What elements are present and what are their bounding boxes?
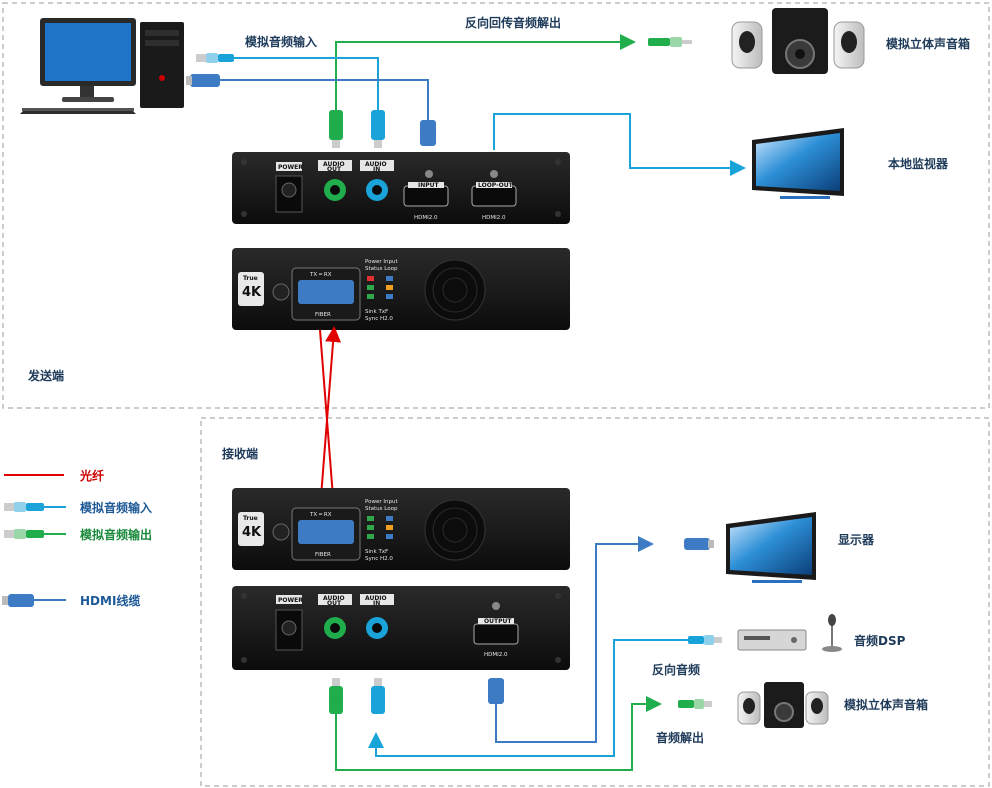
audio-dsp-device <box>737 614 842 652</box>
label-audio-dsp: 音频DSP <box>854 633 906 648</box>
receiver-front-panel: True 4K TX ━ RX FIBER Power Input Status… <box>232 488 570 570</box>
rca-plug-cyan-sender <box>371 110 385 148</box>
sender-true-text: True <box>243 275 258 282</box>
pc-computer <box>20 18 184 114</box>
receiver-status-loop: Status Loop <box>365 506 398 512</box>
sender-txrx-text: TX ━ RX <box>309 272 332 278</box>
sender-hdmi-b: HDMI2.0 <box>482 215 506 221</box>
local-monitor-tv <box>752 128 844 199</box>
cable-green-audio-out <box>335 696 662 771</box>
rca-plug-green-top-right <box>648 37 692 47</box>
sender-audio-in-1: AUDIO <box>365 161 387 168</box>
legend-analog-in-swatch <box>4 502 66 512</box>
label-stereo-speakers-top: 模拟立体声音箱 <box>886 36 970 51</box>
legend-analog-out-swatch <box>4 529 66 539</box>
cable-cyan-top <box>232 57 379 110</box>
sender-audio-out-2: OUT <box>327 166 342 173</box>
receiver-sync-h: Sync H2.0 <box>365 556 393 562</box>
receiver-audio-in-1: AUDIO <box>365 595 387 602</box>
sender-input-text: INPUT <box>418 182 440 189</box>
cable-hdmi-loop-out <box>493 113 746 176</box>
legend-fiber-label: 光纤 <box>79 468 104 483</box>
sender-power-input: Power Input <box>365 259 398 265</box>
sender-audio-in-2: IN <box>373 166 380 173</box>
receiver-txrx-text: TX ━ RX <box>309 512 332 518</box>
label-analog-audio-in-top: 模拟音频输入 <box>245 34 317 49</box>
cable-hdmi-display <box>495 536 654 743</box>
receiver-power-input: Power Input <box>365 499 398 505</box>
hdmi-plug-display <box>684 538 714 550</box>
receiver-zone-label: 接收端 <box>222 446 258 461</box>
receiver-hdmi: HDMI2.0 <box>484 652 508 658</box>
label-reverse-audio-out-top: 反向回传音频解出 <box>465 15 561 30</box>
hdmi-plug-sender-input <box>420 120 436 146</box>
cable-cyan-reverse-audio <box>368 639 690 757</box>
receiver-true-text: True <box>243 515 258 522</box>
sender-hdmi-a: HDMI2.0 <box>414 215 438 221</box>
label-audio-out: 音频解出 <box>656 730 704 745</box>
rca-plug-green-speakers <box>678 699 712 709</box>
hdmi-plug-receiver-output <box>488 678 504 704</box>
sender-sync-h: Sync H2.0 <box>365 316 393 322</box>
sender-4k-text: 4K <box>242 285 262 300</box>
label-reverse-audio: 反向音频 <box>652 662 700 677</box>
sender-status-loop: Status Loop <box>365 266 398 272</box>
sender-front-panel: True 4K TX ━ RX FIBER Power Input Status… <box>232 248 570 330</box>
rca-plug-green-receiver <box>329 678 343 714</box>
sender-rear-panel: POWER AUDIO OUT AUDIO IN INPUT HDMI2.0 L… <box>232 152 570 224</box>
sender-power-text: POWER <box>278 164 303 171</box>
receiver-fiber-text: FIBER <box>315 552 331 558</box>
sender-audio-out-1: AUDIO <box>323 161 345 168</box>
sender-zone-label: 发送端 <box>27 368 64 383</box>
stereo-speakers-top <box>731 8 865 74</box>
rca-plug-cyan-dsp <box>688 635 722 645</box>
label-stereo-speakers-bottom: 模拟立体声音箱 <box>844 697 928 712</box>
receiver-audio-out-1: AUDIO <box>323 595 345 602</box>
sender-loop-out-text: LOOP-OUT <box>478 182 514 189</box>
receiver-audio-in-2: IN <box>373 600 380 607</box>
display-tv <box>726 512 816 583</box>
rca-plug-cyan-receiver <box>371 678 385 714</box>
label-local-monitor: 本地监视器 <box>888 156 949 171</box>
receiver-sink-txf: Sink TxF <box>365 549 388 555</box>
sender-fiber-text: FIBER <box>315 312 331 318</box>
receiver-power-text: POWER <box>278 597 303 604</box>
fiber-line-2 <box>319 326 342 511</box>
receiver-4k-text: 4K <box>242 525 262 540</box>
rca-plug-cyan-pc <box>196 53 234 63</box>
cable-green-top <box>335 34 636 110</box>
receiver-audio-out-2: OUT <box>327 600 342 607</box>
sender-zone-border <box>2 2 990 409</box>
receiver-output-text: OUTPUT <box>484 618 512 625</box>
legend-hdmi-swatch <box>2 594 66 607</box>
label-display: 显示器 <box>838 533 875 547</box>
hdmi-plug-pc <box>186 74 220 87</box>
legend: 光纤 模拟音频输入 模拟音频输出 HDMI线缆 <box>2 468 152 608</box>
cable-hdmi-top-input <box>218 79 429 120</box>
stereo-speakers-bottom <box>737 682 829 728</box>
legend-analog-in-label: 模拟音频输入 <box>80 500 152 515</box>
sender-sink-txf: Sink TxF <box>365 309 388 315</box>
legend-analog-out-label: 模拟音频输出 <box>80 527 152 542</box>
legend-hdmi-label: HDMI线缆 <box>80 593 140 608</box>
rca-plug-green-sender <box>329 110 343 148</box>
receiver-rear-panel: POWER AUDIO OUT AUDIO IN OUTPUT HDMI2.0 <box>232 586 570 670</box>
receiver-zone-border <box>200 417 990 787</box>
